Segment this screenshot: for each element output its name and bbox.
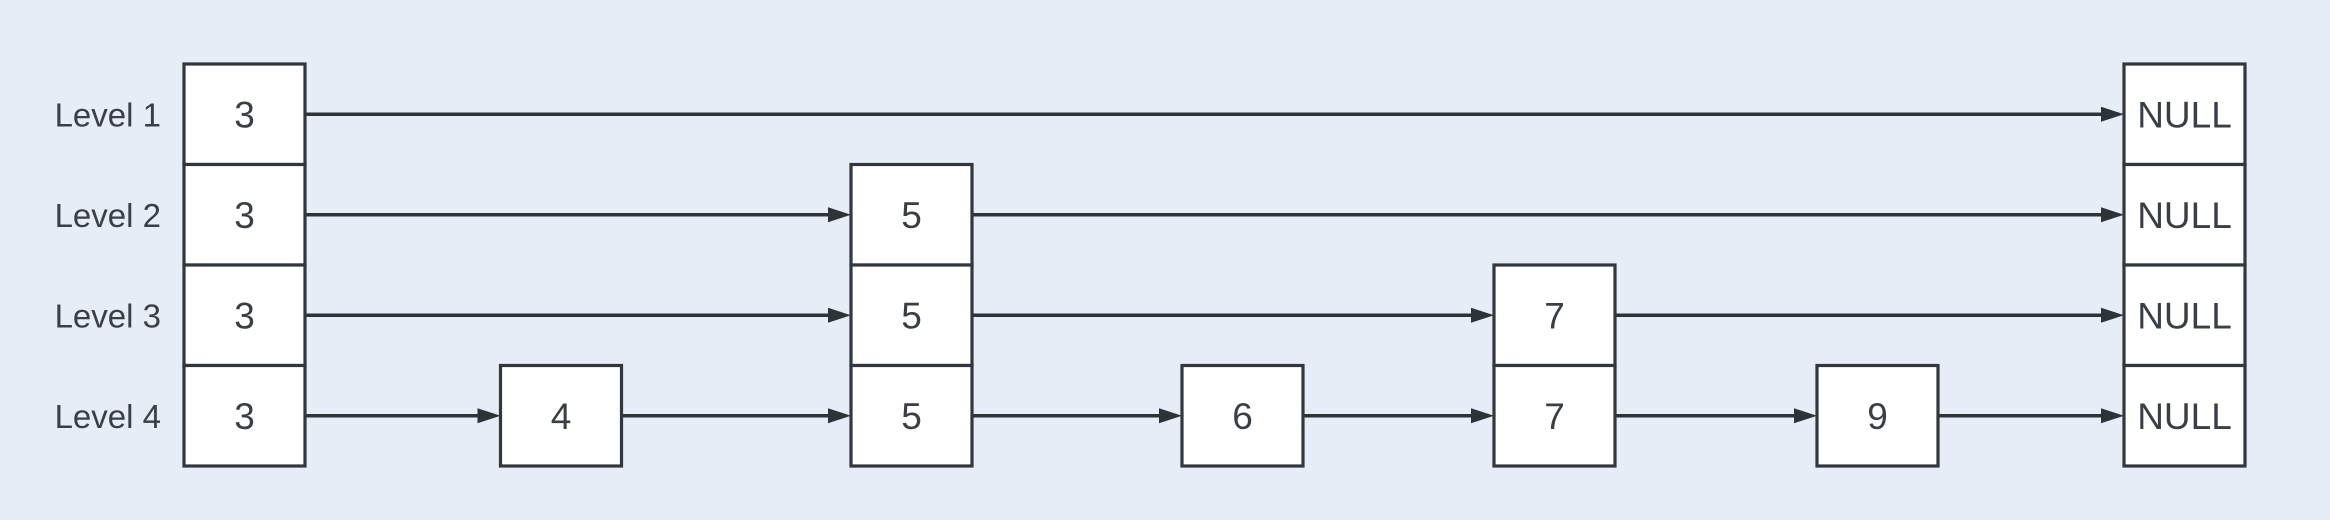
arrowhead-icon [477,408,501,424]
node-value: 5 [901,295,922,336]
level-label: Level 3 [55,297,161,334]
node-box-level-3 [1492,263,1617,368]
node-box-level-4 [849,363,974,468]
arrowhead-icon [828,207,851,223]
node-value: 5 [901,195,922,236]
node-value: 7 [1544,295,1565,336]
node-box-level-4 [1815,363,1940,468]
node-box-level-4 [1180,363,1305,468]
node-value: 3 [234,295,255,336]
arrowhead-icon [1471,408,1494,424]
arrowhead-icon [1159,408,1182,424]
pointer-lines-layer [305,106,2124,424]
arrowhead-icon [828,307,851,323]
level-label: Level 2 [55,197,161,234]
null-label: NULL [2137,396,2232,437]
node-box-level-2 [849,162,974,267]
null-box-level-4 [2122,363,2247,468]
level-label: Level 1 [55,96,161,133]
node-box-level-3 [182,263,307,368]
arrowhead-icon [1794,408,1817,424]
node-value: 5 [901,396,922,437]
null-label: NULL [2137,195,2232,236]
node-box-level-4 [182,363,307,468]
node-value: 3 [234,396,255,437]
node-value: 6 [1232,396,1253,437]
node-value: 7 [1544,396,1565,437]
arrowhead-icon [2101,207,2124,223]
null-label: NULL [2137,295,2232,336]
arrowhead-icon [2101,106,2124,122]
node-value: 9 [1867,396,1888,437]
null-label: NULL [2137,94,2232,135]
node-value: 3 [234,94,255,135]
arrowhead-icon [2101,307,2124,323]
node-value: 4 [551,396,572,437]
level-label: Level 4 [55,398,161,435]
null-box-level-1 [2122,62,2247,167]
node-box-level-4 [498,363,624,468]
node-box-level-3 [849,263,974,368]
node-boxes-layer [182,62,2247,468]
arrowhead-icon [828,408,851,424]
null-box-level-3 [2122,263,2247,368]
arrowhead-icon [1471,307,1494,323]
arrowhead-icon [2101,408,2124,424]
node-box-level-4 [1492,363,1617,468]
node-value: 3 [234,195,255,236]
node-box-level-2 [182,162,307,267]
null-box-level-2 [2122,162,2247,267]
node-box-level-1 [182,62,307,167]
